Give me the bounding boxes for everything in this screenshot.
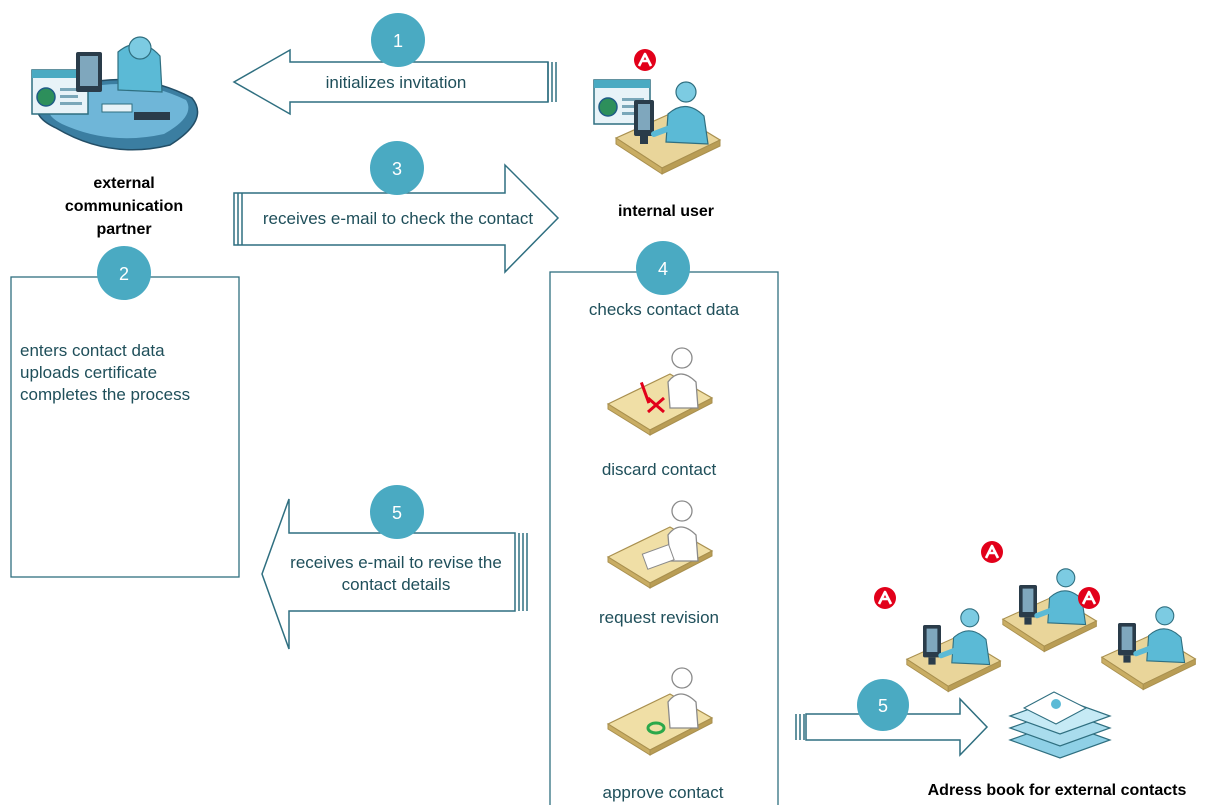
external-partner-label-2: communication xyxy=(65,198,183,215)
step-5-revise-number: 5 xyxy=(392,503,402,523)
step-5-book-number: 5 xyxy=(878,696,888,716)
step-5-revise-line-1: receives e-mail to revise the xyxy=(290,553,502,572)
internal-user-label: internal user xyxy=(618,203,714,220)
discard-contact-label: discard contact xyxy=(602,460,717,479)
address-book-label: Adress book for external contacts xyxy=(928,782,1187,799)
step-3-number: 3 xyxy=(392,159,402,179)
external-partner-icon xyxy=(31,36,199,151)
internal-user-icon xyxy=(593,47,720,174)
step-5-revise-badge: 5 xyxy=(370,485,424,539)
external-partner-label-3: partner xyxy=(96,221,151,238)
step-2-box: enters contact data uploads certificate … xyxy=(10,276,240,578)
step-5-revise-line-2: contact details xyxy=(342,575,451,594)
brand-logo-icon xyxy=(872,585,898,611)
request-revision-icon xyxy=(607,500,713,589)
request-revision-label: request revision xyxy=(599,608,719,627)
step-4-label: checks contact data xyxy=(589,300,740,319)
arrow-step-5-revise: receives e-mail to revise the contact de… xyxy=(261,498,528,650)
step-5-book-badge: 5 xyxy=(857,679,909,731)
approve-contact-label: approve contact xyxy=(603,783,724,802)
external-partner-label-1: external xyxy=(93,175,154,192)
arrow-step-1: initializes invitation xyxy=(232,48,557,116)
step-2-line-2: uploads certificate xyxy=(20,363,157,382)
step-1-number: 1 xyxy=(393,31,403,51)
brand-logo-icon xyxy=(1076,585,1102,611)
step-1-label: initializes invitation xyxy=(326,73,467,92)
step-4-number: 4 xyxy=(658,259,668,279)
step-3-label: receives e-mail to check the contact xyxy=(263,209,534,228)
step-2-number: 2 xyxy=(119,264,129,284)
step-1-badge: 1 xyxy=(371,13,425,67)
step-4-badge: 4 xyxy=(636,241,690,295)
approve-contact-icon xyxy=(607,667,713,756)
step-2-line-1: enters contact data xyxy=(20,341,165,360)
step-2-badge: 2 xyxy=(97,246,151,300)
discard-contact-icon xyxy=(607,347,713,436)
address-book-users xyxy=(872,539,1195,692)
step-2-line-3: completes the process xyxy=(20,385,190,404)
arrow-step-3: receives e-mail to check the contact xyxy=(233,163,560,274)
brand-logo-icon xyxy=(632,47,658,73)
brand-logo-icon xyxy=(979,539,1005,565)
step-3-badge: 3 xyxy=(370,141,424,195)
address-book-icon xyxy=(1008,691,1112,759)
step-4-box: checks contact data discard contact requ… xyxy=(549,271,779,805)
